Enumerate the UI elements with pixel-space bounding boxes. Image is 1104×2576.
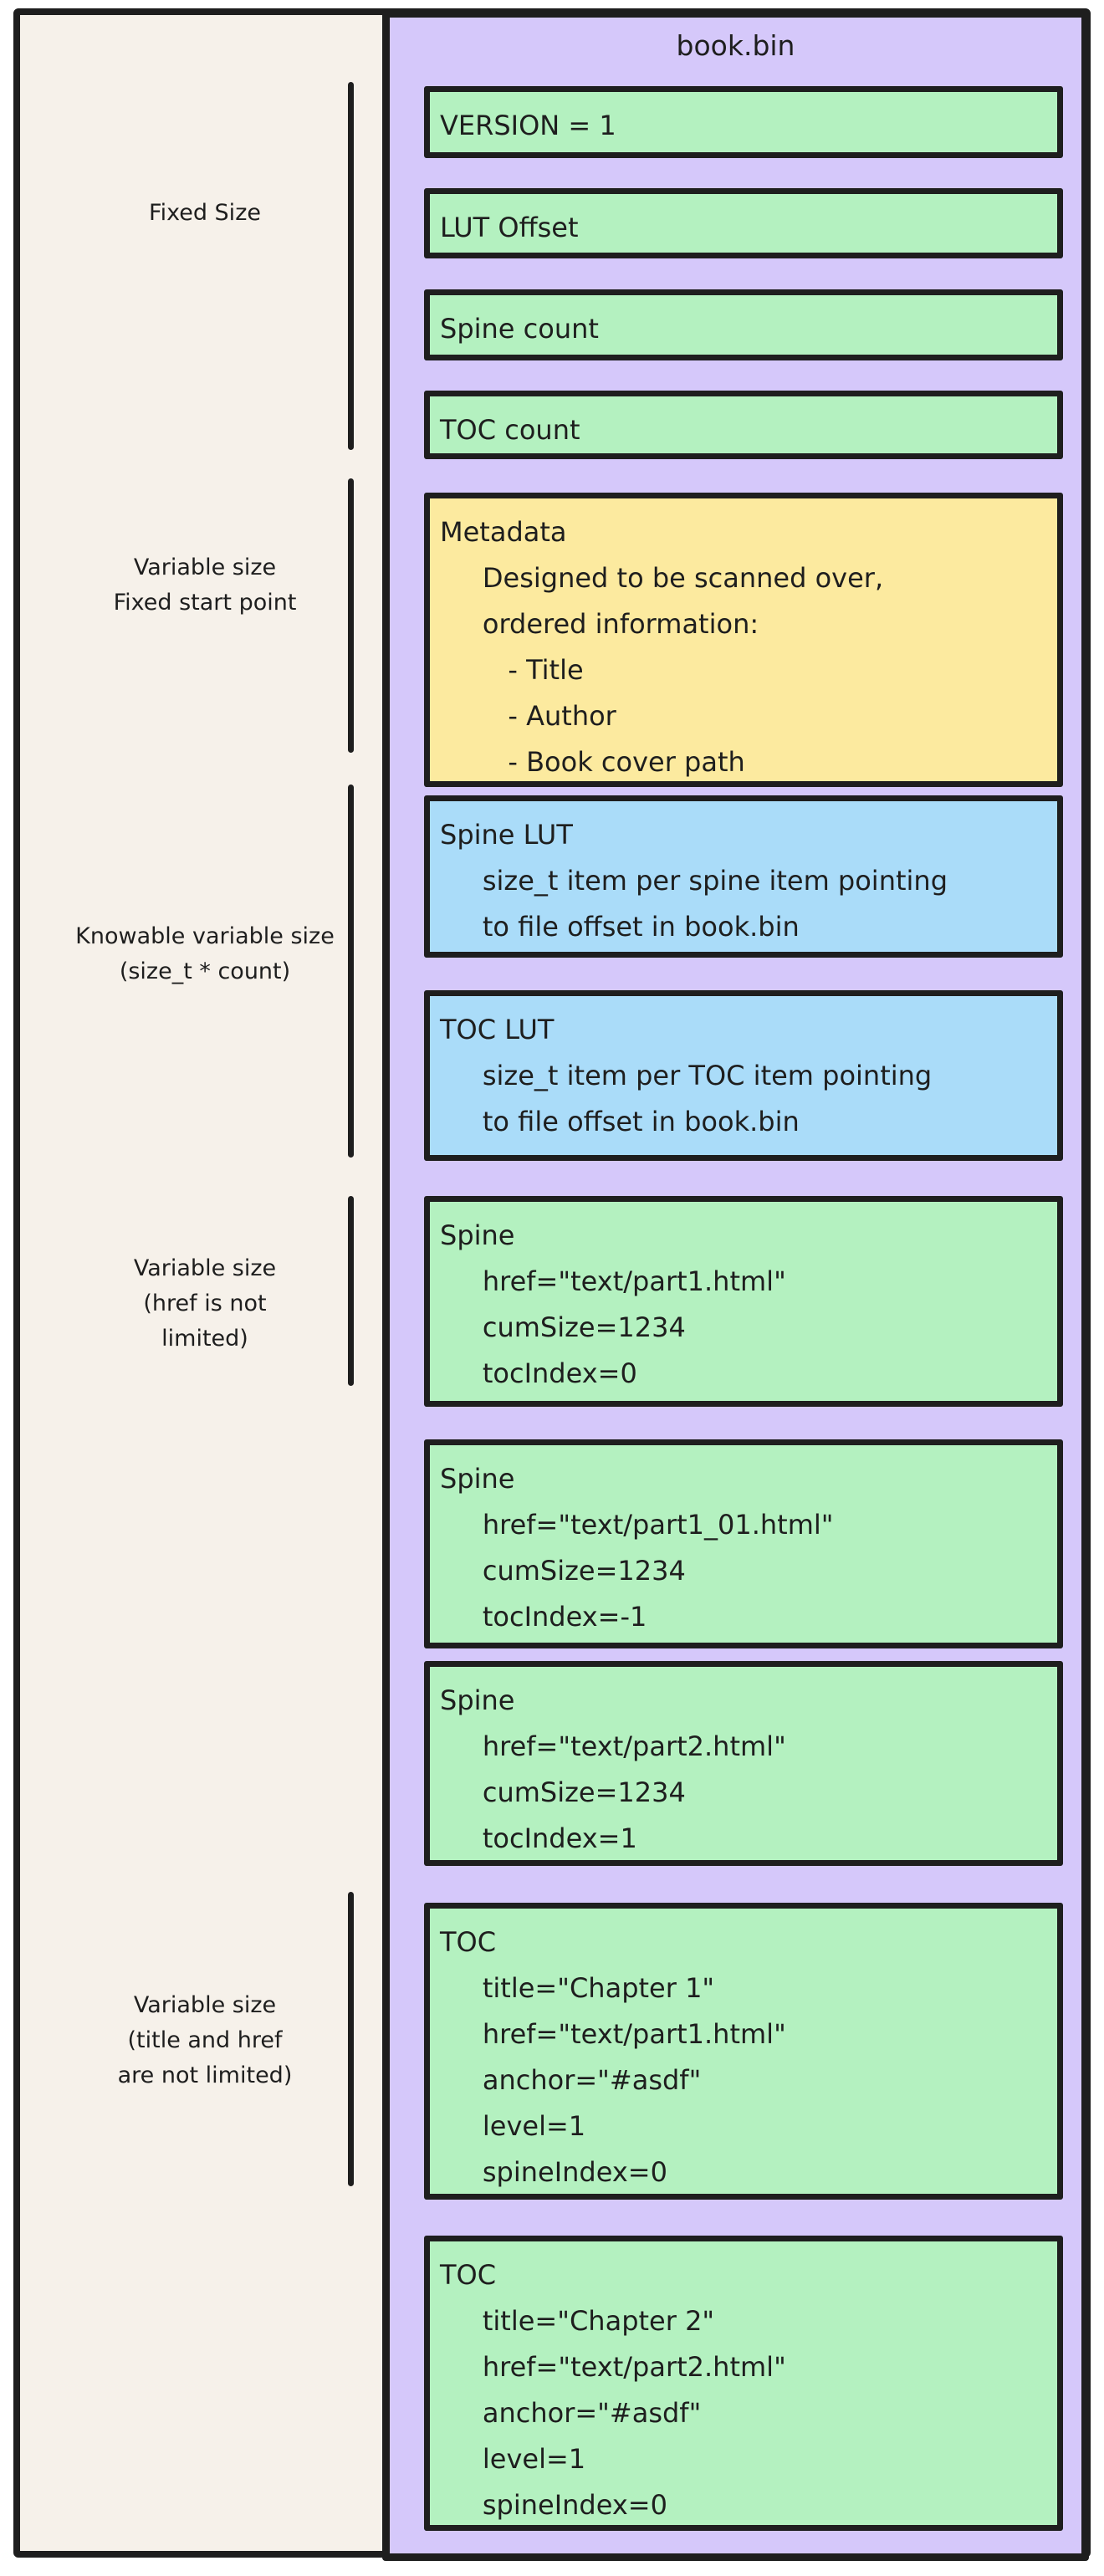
box-spine-lut: Spine LUT size_t item per spine item poi… [424,795,1063,958]
book-bin-title: book.bin [676,29,795,62]
box-toc-count: TOC count [424,391,1063,459]
box-spine-2: Spine href="text/part1_01.html" cumSize=… [424,1439,1063,1648]
box-lut-offset-text: LUT Offset [440,212,579,243]
bracket-variable-href [348,1196,354,1386]
box-spine-2-text: Spine href="text/part1_01.html" cumSize=… [440,1463,834,1633]
box-spine-count: Spine count [424,289,1063,360]
label-fixed-size: Fixed Size [149,200,261,226]
box-toc-lut-text: TOC LUT size_t item per TOC item pointin… [440,1014,933,1137]
box-metadata-text: Metadata Designed to be scanned over, or… [440,516,884,778]
box-toc-1-text: TOC title="Chapter 1" href="text/part1.h… [440,1926,786,2188]
box-spine-lut-text: Spine LUT size_t item per spine item poi… [440,819,948,943]
box-toc-lut: TOC LUT size_t item per TOC item pointin… [424,990,1063,1161]
box-toc-count-text: TOC count [440,414,580,446]
box-metadata: Metadata Designed to be scanned over, or… [424,493,1063,787]
box-spine-count-text: Spine count [440,313,599,345]
box-toc-2-text: TOC title="Chapter 2" href="text/part2.h… [440,2259,786,2521]
box-version: VERSION = 1 [424,86,1063,158]
box-toc-2: TOC title="Chapter 2" href="text/part2.h… [424,2236,1063,2531]
label-variable-title-href: Variable size (title and href are not li… [117,1992,293,2088]
bracket-knowable-variable [348,785,354,1158]
box-toc-1: TOC title="Chapter 1" href="text/part1.h… [424,1903,1063,2200]
box-version-text: VERSION = 1 [440,110,616,141]
box-spine-3: Spine href="text/part2.html" cumSize=123… [424,1661,1063,1866]
box-spine-3-text: Spine href="text/part2.html" cumSize=123… [440,1684,786,1854]
label-knowable-variable: Knowable variable size (size_t * count) [75,923,335,984]
bracket-fixed-size [348,82,354,450]
box-spine-1-text: Spine href="text/part1.html" cumSize=123… [440,1219,786,1389]
bracket-variable-fixed-start [348,478,354,753]
box-spine-1: Spine href="text/part1.html" cumSize=123… [424,1196,1063,1407]
book-bin-container: book.bin VERSION = 1 LUT Offset Spine co… [382,10,1089,2561]
label-variable-fixed-start: Variable size Fixed start point [113,555,297,616]
label-variable-href: Variable size (href is not limited) [133,1255,277,1352]
box-lut-offset: LUT Offset [424,188,1063,258]
bracket-variable-title-href [348,1892,354,2186]
